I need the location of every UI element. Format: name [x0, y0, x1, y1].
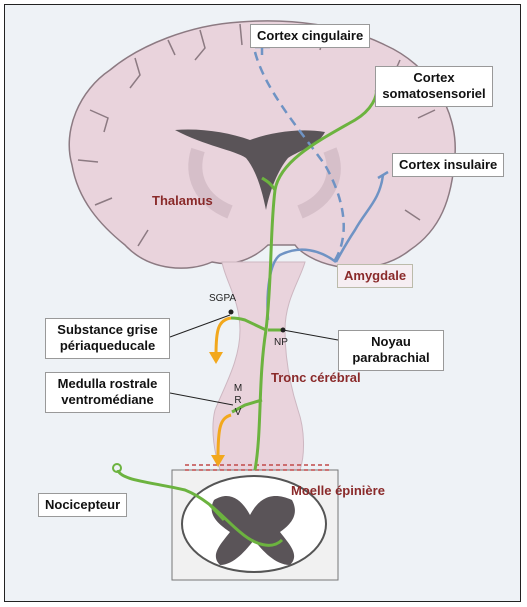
descending-arrows	[214, 316, 232, 459]
label-thalamus: Thalamus	[152, 193, 213, 208]
mrv-m: M	[233, 383, 243, 394]
label-medulla: Medulla rostrale ventromédiane	[45, 372, 170, 413]
mrv-v: V	[234, 407, 242, 418]
label-cortex-insulaire: Cortex insulaire	[392, 153, 505, 178]
nocicepteur-ending	[112, 463, 122, 473]
ventricles	[175, 129, 325, 210]
label-noyau-parabrachial: Noyau parabrachial	[338, 330, 444, 371]
label-cortex-somatosensoriel: Cortex somatosensoriel	[375, 66, 493, 107]
label-np: NP	[274, 337, 288, 348]
label-sgpa: SGPA	[209, 293, 237, 304]
mrv-r: R	[234, 395, 242, 406]
label-cortex-cingulaire: Cortex cingulaire	[250, 24, 371, 49]
green-pathways	[116, 89, 378, 547]
label-tronc-cerebral: Tronc cérébral	[271, 370, 361, 385]
label-mrv: M R V	[233, 383, 243, 419]
label-nocicepteur: Nocicepteur	[38, 493, 128, 518]
leader-lines	[169, 314, 339, 406]
gray-matter	[211, 495, 295, 565]
label-amygdale: Amygdale	[337, 264, 414, 289]
label-moelle-epiniere: Moelle épinière	[291, 483, 385, 498]
label-substance-grise: Substance grise périaqueducale	[45, 318, 170, 359]
